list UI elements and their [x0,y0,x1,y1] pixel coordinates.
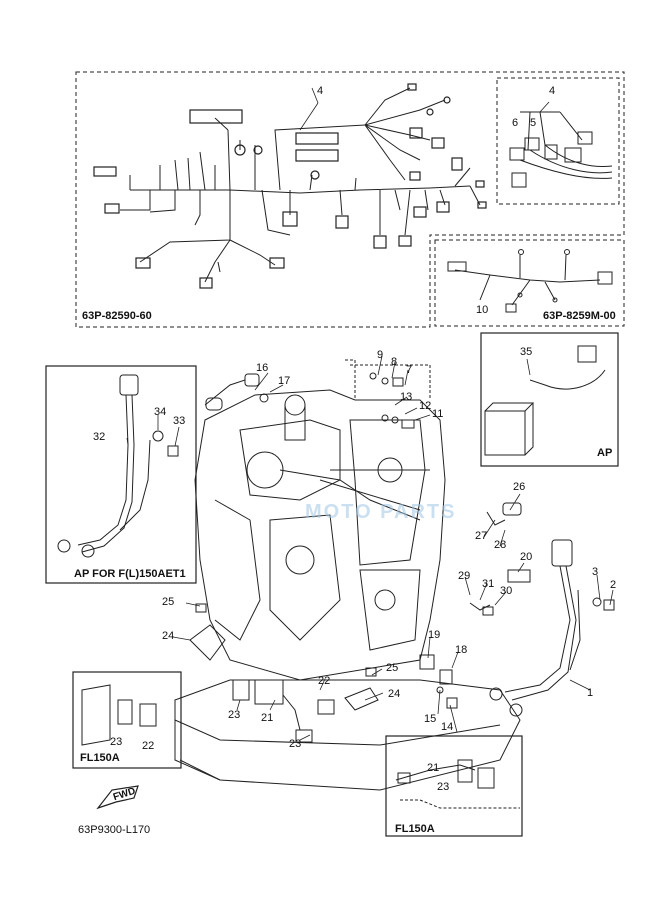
callout-2: 2 [610,579,617,591]
callout-7: 7 [406,364,413,376]
callout-12: 12 [419,400,432,412]
fwd-arrow [96,785,139,810]
callout-30: 30 [500,585,513,597]
harness-main-code: 63P-82590-60 [82,310,152,322]
callout-10: 10 [476,304,489,316]
sub-harness-wiring [447,249,613,313]
ap-caption: AP [597,447,613,459]
page-id: 63P9300-L170 [78,824,151,836]
ap-box [480,332,619,467]
callout-24: 24 [162,630,175,642]
leader-lines [126,87,614,741]
fl150a-right-caption: FL150A [395,823,435,835]
callout-20: 20 [520,551,533,563]
callout-1: 1 [587,687,594,699]
callout-17: 17 [278,375,291,387]
callout-25: 25 [162,596,175,608]
callout-35: 35 [520,346,533,358]
callout-13: 13 [400,391,413,403]
callout-23: 23 [110,736,123,748]
fl150a-right-box [385,735,523,837]
callout-24: 24 [388,688,401,700]
callout-19: 19 [428,629,441,641]
sub-harness-inset-frame [496,77,620,205]
main-harness-connectors [93,83,487,289]
callout-23: 23 [228,709,241,721]
callout-21: 21 [261,712,274,724]
callout-4: 4 [317,85,324,97]
fl150a-left-parts [81,684,157,746]
callout-6: 6 [512,117,519,129]
fl150a-left-box [72,671,182,769]
sub-harness-frame [434,239,625,327]
callout-23: 23 [289,738,302,750]
callout-3: 3 [592,566,599,578]
callout-23: 23 [437,781,450,793]
callout-15: 15 [424,713,437,725]
fl150a-right-parts [395,759,520,809]
callout-29: 29 [458,570,471,582]
inset-harness [509,111,613,188]
callout-31: 31 [482,578,495,590]
ap-battery-lead [484,345,606,456]
callout-34: 34 [154,406,167,418]
callout-27: 27 [475,530,488,542]
ap-for-caption: AP FOR F(L)150AET1 [74,568,186,580]
callout-21: 21 [427,762,440,774]
fl150a-left-caption: FL150A [80,752,120,764]
callout-8: 8 [391,356,398,368]
callout-32: 32 [93,431,106,443]
callout-26: 26 [513,481,526,493]
main-harness-wiring [120,87,481,283]
callout-33: 33 [173,415,186,427]
harness-sub-code: 63P-8259M-00 [543,310,616,322]
engine-block [174,359,521,791]
callout-9: 9 [377,349,384,361]
callout-11: 11 [432,408,444,420]
callout-18: 18 [455,644,468,656]
watermark: MOTO PARTS [305,501,457,523]
callout-14: 14 [441,721,454,733]
callout-16: 16 [256,362,269,374]
battery-cable-ap [57,374,179,558]
harness-frame [75,71,625,328]
callout-25: 25 [386,662,399,674]
loose-parts [189,372,615,743]
callout-22: 22 [142,740,155,752]
callout-22: 22 [318,675,331,687]
callout-5: 5 [530,117,537,129]
callout-28: 28 [494,539,507,551]
callout-4: 4 [549,85,556,97]
